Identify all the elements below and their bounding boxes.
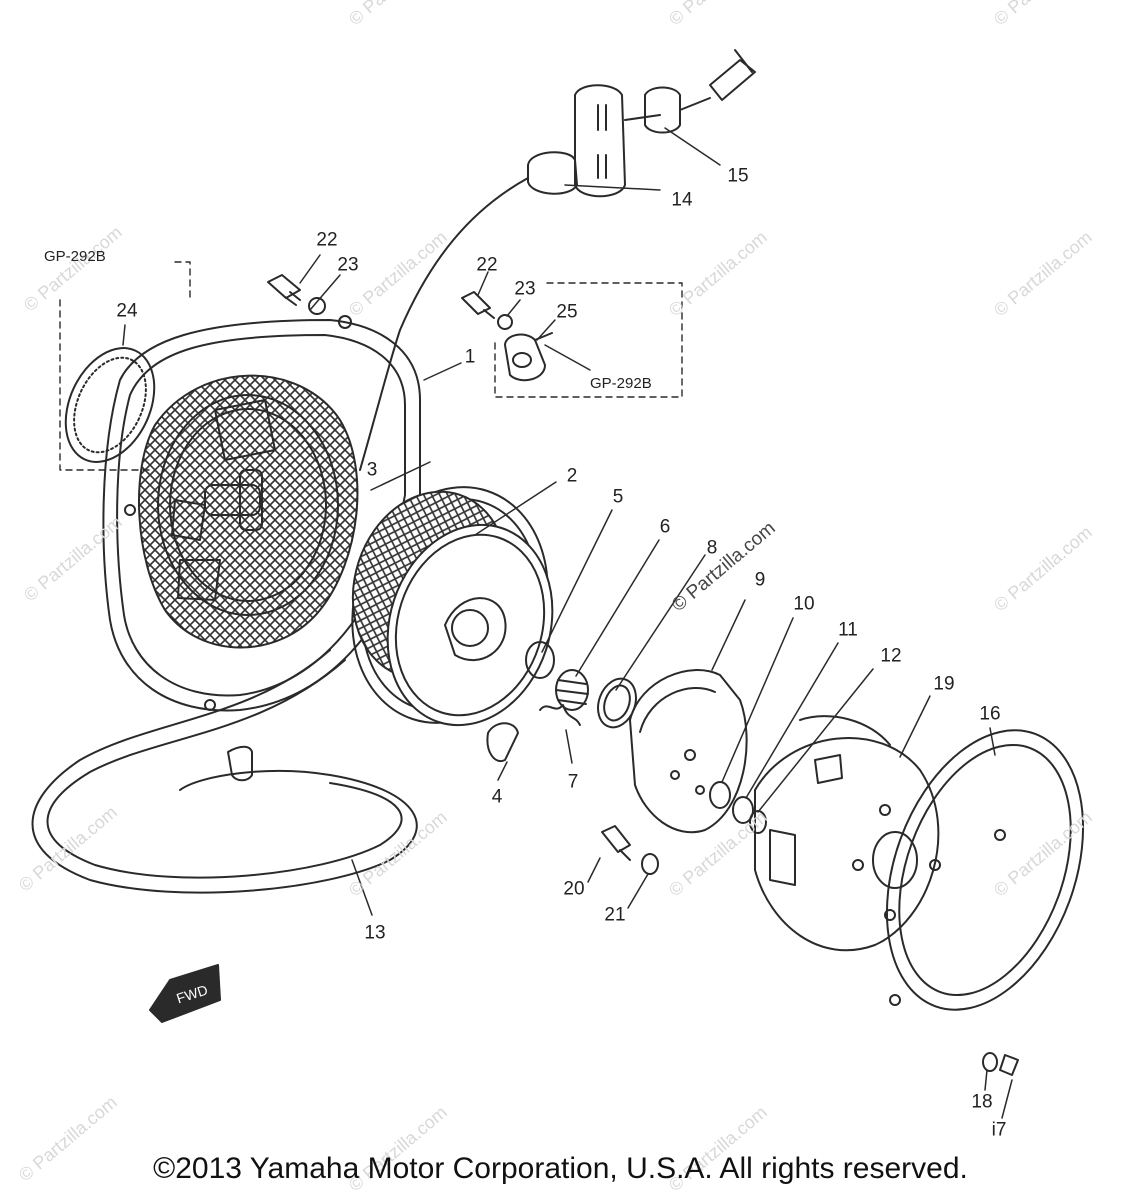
washer-part-10 (709, 781, 731, 809)
washer-part-18 (982, 1052, 998, 1072)
callout-15: 15 (727, 165, 749, 187)
callout-23b: 23 (514, 278, 536, 300)
fwd-marker (149, 964, 221, 1023)
callout-2: 2 (566, 465, 578, 487)
callout-3: 3 (366, 459, 378, 481)
bolt-part-22b (461, 291, 495, 319)
callout-23: 23 (337, 254, 359, 276)
starter-case-part-19 (754, 715, 941, 952)
callout-25: 25 (556, 301, 578, 323)
callout-7: 7 (567, 771, 579, 793)
washer-part-23b (497, 314, 513, 330)
callout-13: 13 (364, 922, 386, 944)
spring-part-7 (539, 704, 581, 726)
callout-21: 21 (604, 904, 626, 926)
callout-18: 18 (971, 1091, 993, 1113)
reel-part-2 (351, 486, 554, 727)
copyright-notice: ©2013 Yamaha Motor Corporation, U.S.A. A… (153, 1152, 968, 1185)
washer-part-23 (308, 297, 326, 315)
callout-1: 1 (464, 346, 476, 368)
callout-9: 9 (754, 569, 766, 591)
callout-20: 20 (563, 878, 585, 900)
callout-24: 24 (116, 300, 138, 322)
callout-19: 19 (933, 673, 955, 695)
screw-part-17 (999, 1054, 1019, 1076)
leader-lines (122, 127, 1013, 1119)
gasket-part-16 (885, 729, 1085, 1011)
grip-part-15 (644, 49, 756, 134)
callout-17: i7 (991, 1119, 1007, 1141)
kit-box-left (59, 261, 191, 471)
bracket-part-25 (504, 332, 553, 382)
callout-22b: 22 (476, 254, 498, 276)
friction-plate-part-9 (629, 669, 748, 834)
bolt-part-20 (601, 825, 631, 861)
pawl-part-4 (486, 722, 519, 763)
callout-12: 12 (880, 645, 902, 667)
kit-label-left: GP-292B (44, 248, 106, 265)
callout-11: 11 (838, 619, 858, 641)
starter-handle-part-14 (527, 84, 661, 198)
washer-part-11 (732, 796, 754, 824)
rope-coil-part-13 (31, 649, 418, 894)
spring-part-6 (555, 669, 589, 711)
callout-14: 14 (671, 189, 693, 211)
callout-5: 5 (612, 486, 624, 508)
callout-6: 6 (659, 516, 671, 538)
callout-4: 4 (491, 786, 503, 808)
kit-box-right (494, 282, 683, 398)
starter-housing (102, 315, 421, 712)
kit-label-right: GP-292B (590, 375, 652, 392)
starter-rope (359, 177, 529, 471)
ring-part-8 (597, 677, 637, 729)
callout-22: 22 (316, 229, 338, 251)
bolt-part-22 (267, 274, 301, 306)
callout-8: 8 (706, 537, 718, 559)
callout-16: 16 (979, 703, 1001, 725)
callout-10: 10 (793, 593, 815, 615)
washer-part-5 (525, 641, 555, 679)
washer-part-21 (641, 853, 659, 875)
plate-part-24 (64, 347, 156, 463)
